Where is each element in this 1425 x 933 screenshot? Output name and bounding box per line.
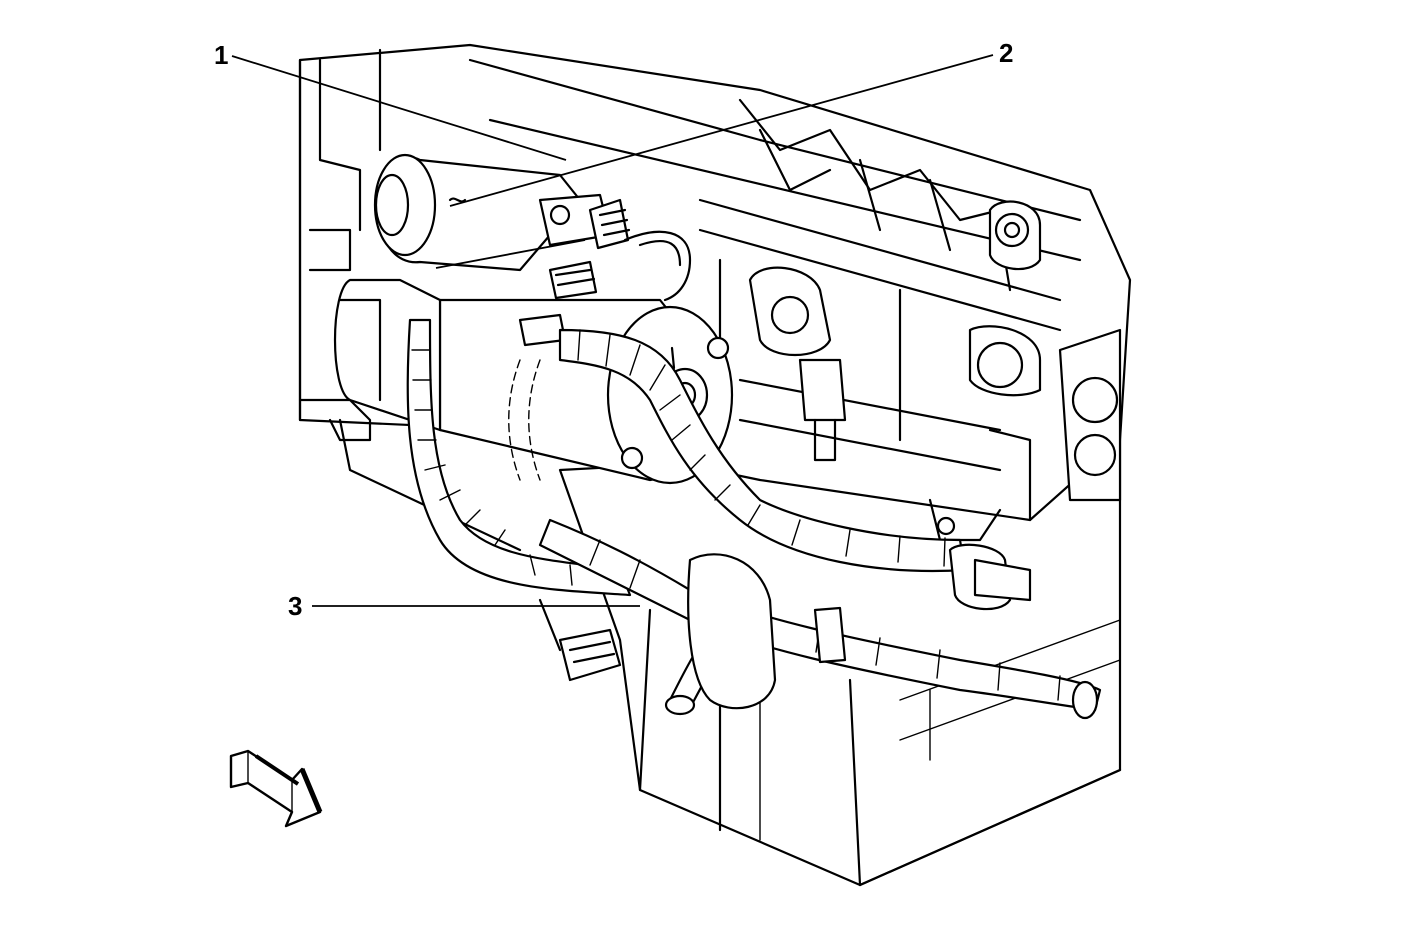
- callout-3: 3: [288, 591, 640, 621]
- callout-2-label: 2: [999, 38, 1013, 68]
- wiring-harness: [406, 318, 1102, 720]
- callout-1-label: 1: [214, 40, 228, 70]
- callout-1: 1: [214, 40, 567, 161]
- front-of-vehicle-arrow-icon: [229, 749, 323, 828]
- callout-3-label: 3: [288, 591, 302, 621]
- callout-2: 2: [449, 38, 1013, 207]
